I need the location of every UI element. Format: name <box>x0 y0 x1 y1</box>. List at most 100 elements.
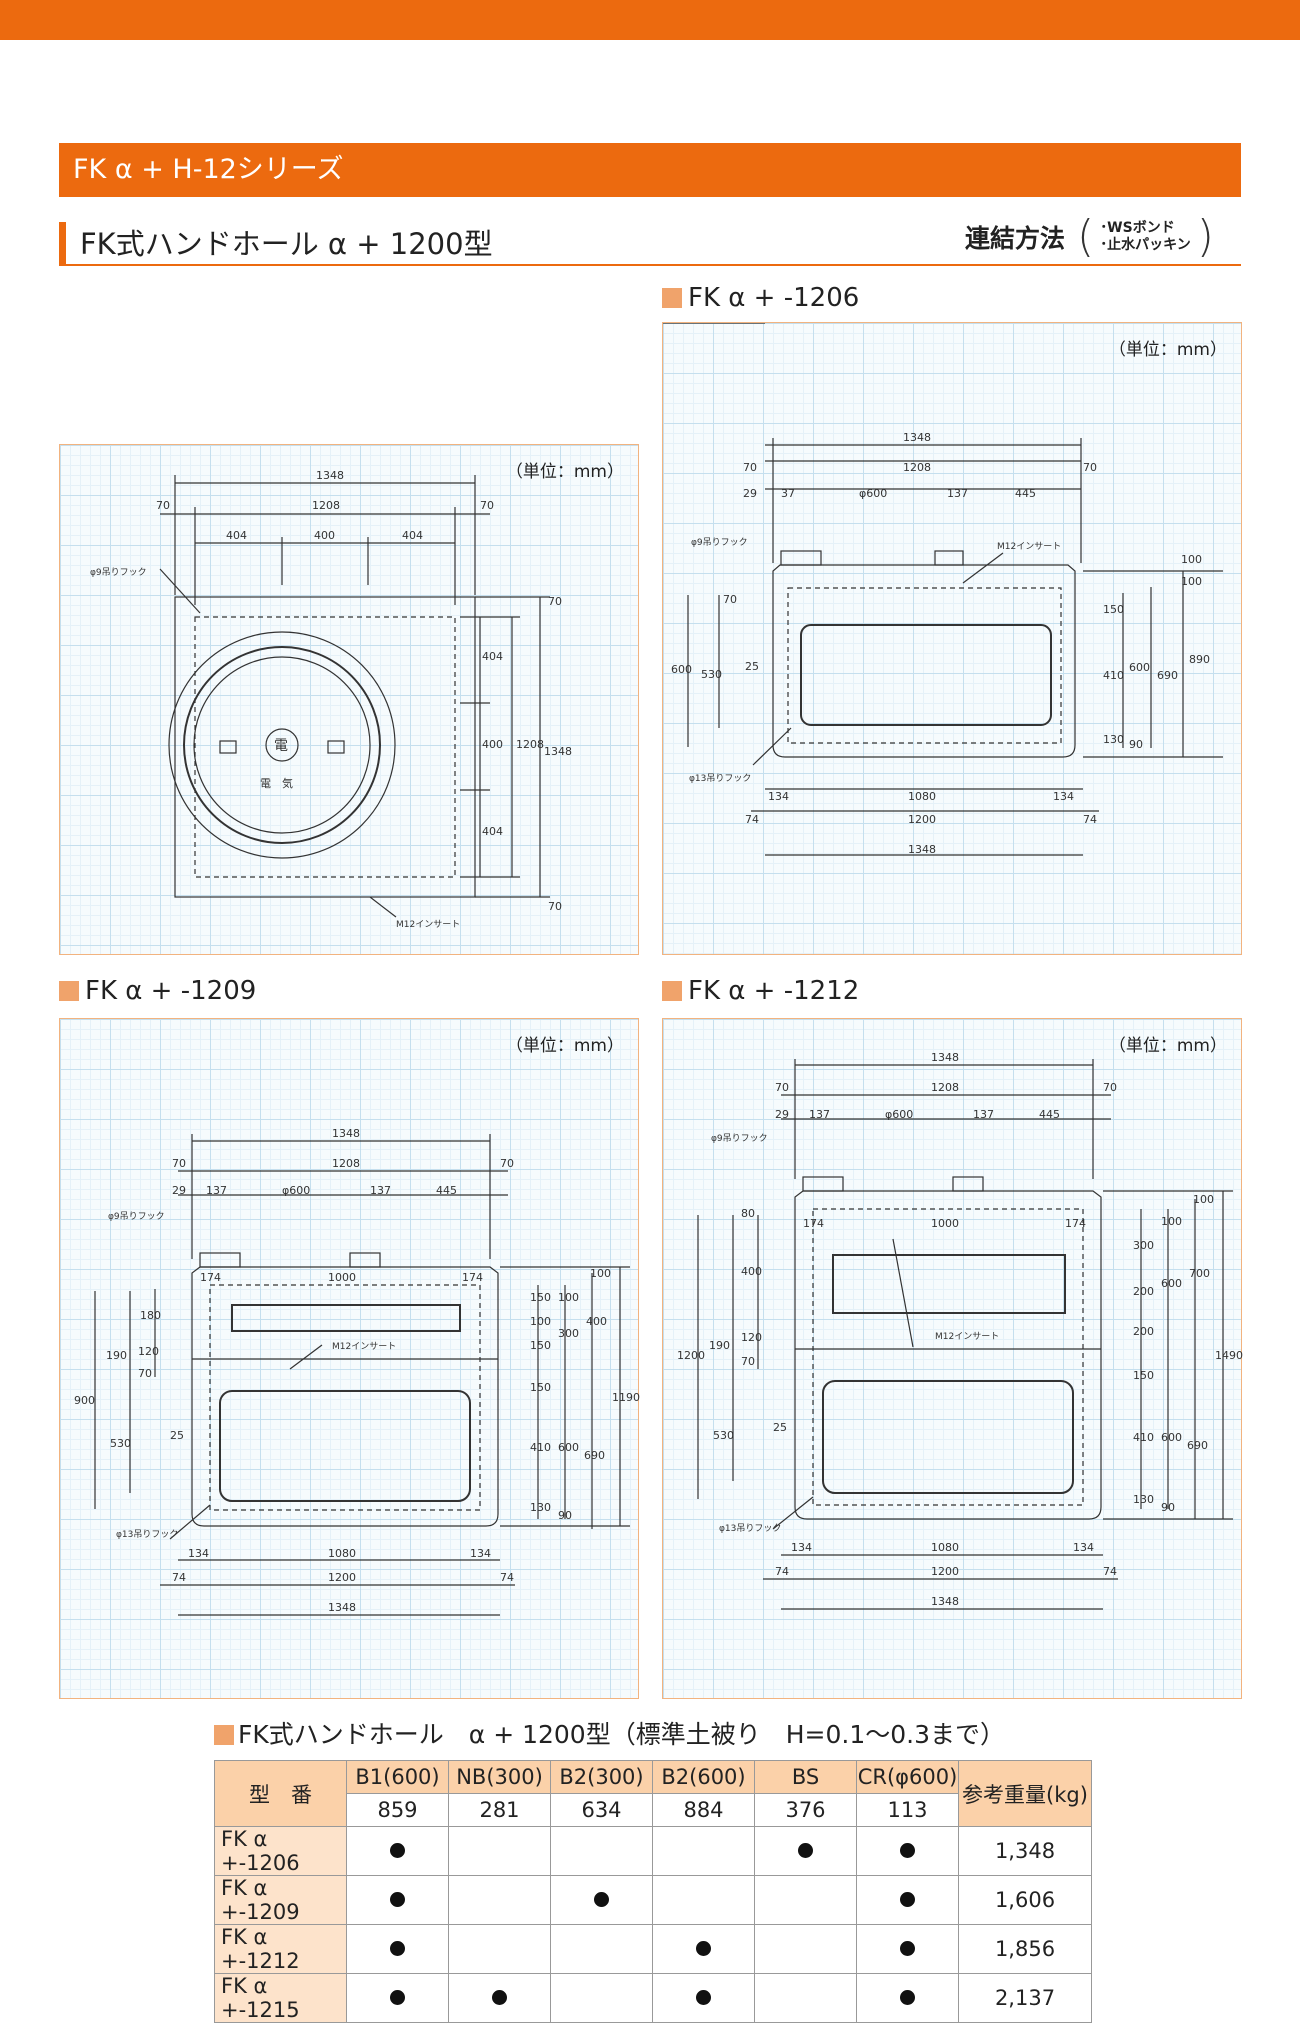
row-part-cell <box>856 1826 959 1876</box>
d1209-dim-25: 25 <box>170 1429 184 1442</box>
d1212-dim-300: 300 <box>1133 1239 1154 1252</box>
plan-cover-emblem-text: 電 <box>274 738 288 754</box>
plan-dim-v-1208: 1208 <box>516 738 544 751</box>
d1212-dim-134-left: 134 <box>791 1541 812 1554</box>
title-square-icon <box>662 288 682 308</box>
plan-dim-v-400: 400 <box>482 738 503 751</box>
d1212-dim-134-right: 134 <box>1073 1541 1094 1554</box>
d1206-dim-1080: 1080 <box>908 790 936 803</box>
row-part-cell <box>652 1973 755 2023</box>
d1212-dim-410: 410 <box>1133 1431 1154 1444</box>
d1209-dim-300: 300 <box>558 1327 579 1340</box>
d1209-dim-100-a: 100 <box>590 1267 611 1280</box>
d1206-dim-37: 37 <box>781 487 795 500</box>
body-1206-outline <box>772 564 1076 758</box>
included-dot-icon <box>900 1843 915 1858</box>
d1206-dim-1200: 1200 <box>908 813 936 826</box>
plan-cover <box>193 656 371 834</box>
included-dot-icon <box>390 1892 405 1907</box>
series-title: FK α + H-12シリーズ <box>59 143 1241 197</box>
drawing-title-1206-text: FK α + -1206 <box>688 283 860 313</box>
d1212-dim-690: 690 <box>1187 1439 1208 1452</box>
row-part-cell <box>856 1875 959 1925</box>
included-dot-icon <box>900 1990 915 2005</box>
plan-view-panel: （単位：mm） 1348 <box>59 444 639 955</box>
d1212-dim-130: 130 <box>1133 1493 1154 1506</box>
title-square-icon <box>59 981 79 1001</box>
d1212-dim-530: 530 <box>713 1429 734 1442</box>
model-header: 型 番 <box>214 1760 347 1827</box>
part-header-bs: BS <box>754 1760 857 1794</box>
d1206-dim-70-right: 70 <box>1083 461 1097 474</box>
spec-table: 型 番 B1(600) NB(300) B2(300) B2(600) BS C… <box>214 1760 1092 2023</box>
d1209-dim-690: 690 <box>584 1449 605 1462</box>
row-model-name: FK α +-1215 <box>214 1973 347 2023</box>
d1206-note-hook13: φ13吊りフック <box>689 773 751 784</box>
d1209-dim-190: 190 <box>106 1349 127 1362</box>
drawing-title-1212-text: FK α + -1212 <box>688 976 860 1006</box>
connection-option-packing: ･止水パッキン <box>1100 237 1191 253</box>
d1206-dim-74-right: 74 <box>1083 813 1097 826</box>
row-model-name: FK α +-1206 <box>214 1826 347 1876</box>
d1209-dim-134-right: 134 <box>470 1547 491 1560</box>
d1212-dim-445: 445 <box>1039 1108 1060 1121</box>
cover-1209-right <box>349 1252 381 1268</box>
d1206-dim-90: 90 <box>1129 738 1143 751</box>
slot-1209 <box>231 1304 461 1332</box>
d1206-dim-1208: 1208 <box>903 461 931 474</box>
d1206-dim-134-right: 134 <box>1053 790 1074 803</box>
body-1212-outline <box>794 1190 1102 1520</box>
d1209-dim-90: 90 <box>558 1509 572 1522</box>
d1212-dim-90: 90 <box>1161 1501 1175 1514</box>
title-underline <box>59 264 1241 266</box>
d1212-dim-70: 70 <box>741 1355 755 1368</box>
row-part-cell <box>652 1875 755 1925</box>
d1206-dim-1348-bottom: 1348 <box>908 843 936 856</box>
plan-cover-slot-right <box>327 740 345 754</box>
row-part-cell <box>550 1973 653 2023</box>
d1212-dim-1208: 1208 <box>931 1081 959 1094</box>
d1206-dim-445: 445 <box>1015 487 1036 500</box>
drawing-title-1209-text: FK α + -1209 <box>85 976 257 1006</box>
plan-cover-ring <box>183 646 381 844</box>
d1206-dim-134-left: 134 <box>768 790 789 803</box>
row-weight: 1,856 <box>958 1924 1092 1974</box>
plan-dim-1348: 1348 <box>316 469 344 482</box>
row-part-cell <box>550 1826 653 1876</box>
body-1212-inner <box>812 1208 1084 1506</box>
d1206-note-insert: M12インサート <box>997 541 1061 552</box>
row-part-cell <box>856 1973 959 2023</box>
row-part-cell <box>754 1924 857 1974</box>
d1212-dim-600-top: 600 <box>1161 1277 1182 1290</box>
d1209-dim-410: 410 <box>530 1441 551 1454</box>
d1212-dim-1348: 1348 <box>931 1051 959 1064</box>
plan-cover-label: 電 気 <box>260 776 293 790</box>
d1212-dim-190: 190 <box>709 1339 730 1352</box>
plan-note-hook: φ9吊りフック <box>90 567 147 578</box>
d1209-dim-1080: 1080 <box>328 1547 356 1560</box>
part-weight-cr: 113 <box>856 1793 959 1827</box>
slot-1212 <box>832 1254 1066 1314</box>
row-part-cell <box>346 1826 449 1876</box>
included-dot-icon <box>798 1843 813 1858</box>
d1209-dim-400: 400 <box>586 1315 607 1328</box>
d1212-dim-1200: 1200 <box>931 1565 959 1578</box>
connection-option-ws-bond: ･WSボンド <box>1100 220 1175 236</box>
d1212-dim-200-a: 200 <box>1133 1285 1154 1298</box>
plan-cover-emblem <box>265 728 299 762</box>
d1209-dim-530: 530 <box>110 1437 131 1450</box>
d1209-dim-70-right: 70 <box>500 1157 514 1170</box>
d1209-note-hook: φ9吊りフック <box>108 1211 165 1222</box>
drawing-1212-svg: 1348 70 1208 70 29 137 φ600 137 445 174 … <box>677 1051 1243 1610</box>
plan-dim-v-1348: 1348 <box>544 745 572 758</box>
d1209-dim-174-right: 174 <box>462 1271 483 1284</box>
plan-dim-400: 400 <box>314 529 335 542</box>
drawing-1206-svg: 1348 70 1208 70 29 37 φ600 137 445 70 60… <box>663 323 1223 856</box>
cover-1206-left <box>780 550 822 566</box>
d1212-dim-137-right: 137 <box>973 1108 994 1121</box>
unit-label: （単位：mm） <box>1108 340 1227 360</box>
d1212-dim-700: 700 <box>1189 1267 1210 1280</box>
d1209-dim-phi600: φ600 <box>282 1184 310 1197</box>
drawing-1209-svg: 1348 70 1208 70 29 137 φ600 137 445 174 … <box>74 1127 640 1616</box>
d1212-dim-25: 25 <box>773 1421 787 1434</box>
